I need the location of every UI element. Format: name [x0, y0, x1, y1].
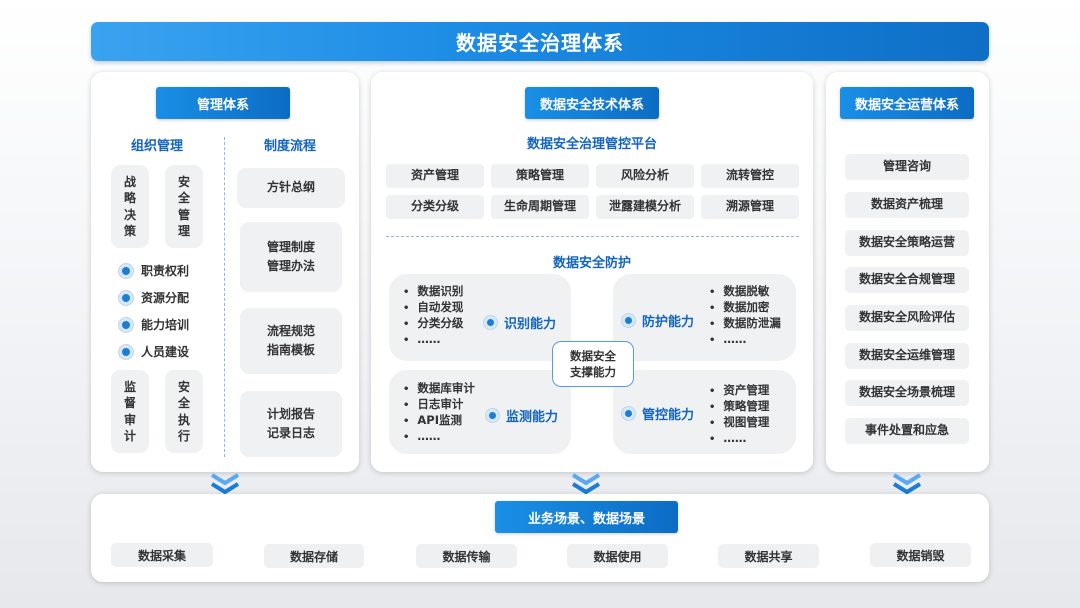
control-list: 资产管理策略管理视图管理……: [709, 383, 769, 447]
bullet-dot-icon: [486, 409, 499, 422]
bullet-dot-icon: [119, 263, 133, 278]
platform-item: 生命周期管理: [491, 195, 589, 219]
bullet-dot-icon: [622, 407, 635, 420]
bullet-dot-icon: [119, 344, 133, 359]
ops-item: 数据资产梳理: [845, 192, 969, 218]
process-title: 制度流程: [263, 139, 316, 154]
org-item: 能力培训: [119, 316, 189, 333]
bullet-dot-icon: [119, 317, 133, 332]
ops-item: 数据安全合规管理: [845, 267, 969, 293]
platform-item: 流转管控: [701, 164, 799, 188]
platform-item: 资产管理: [386, 164, 484, 188]
bullet-dot-icon: [484, 316, 497, 329]
ops-item: 事件处置和应急: [845, 418, 969, 444]
ops-item: 管理咨询: [845, 154, 969, 180]
monitor-list: 数据库审计日志审计API监测……: [403, 381, 475, 445]
org-item: 人员建设: [119, 343, 189, 360]
chevron-down-icon: [571, 473, 601, 495]
process-box: 流程规范指南模板: [240, 308, 342, 374]
monitor-label: 监测能力: [486, 406, 558, 425]
bullet-dot-icon: [119, 290, 133, 305]
tech-header: 数据安全技术体系: [525, 87, 659, 119]
operations-header: 数据安全运营体系: [840, 87, 974, 119]
process-box: 计划报告记录日志: [240, 391, 342, 457]
org-item: 职责权利: [119, 262, 189, 279]
org-box-security-mgmt: 安全管理: [165, 165, 203, 248]
business-item: 数据存储: [264, 544, 364, 568]
column-divider: [224, 137, 225, 457]
process-box: 管理制度管理办法: [240, 222, 342, 292]
business-item: 数据传输: [416, 544, 517, 568]
ops-item: 数据安全风险评估: [845, 305, 969, 331]
platform-title: 数据安全治理管控平台: [526, 137, 657, 152]
platform-item: 风险分析: [596, 164, 694, 188]
org-box-strategy: 战略决策: [111, 165, 149, 248]
business-item: 数据采集: [111, 543, 213, 567]
management-header: 管理体系: [156, 87, 290, 119]
control-label: 管控能力: [622, 404, 694, 423]
platform-item: 泄露建模分析: [596, 195, 694, 219]
page-title: 数据安全治理体系: [91, 22, 989, 61]
business-item: 数据使用: [567, 544, 668, 568]
platform-item: 溯源管理: [701, 195, 799, 219]
identify-label: 识别能力: [484, 313, 556, 332]
chevron-down-icon: [892, 473, 922, 495]
org-box-execution: 安全执行: [165, 370, 203, 453]
platform-item: 策略管理: [491, 164, 589, 188]
protection-title: 数据安全防护: [552, 256, 631, 271]
business-item: 数据共享: [718, 544, 819, 568]
defend-label: 防护能力: [622, 311, 694, 330]
identify-list: 数据识别自动发现分类分级……: [403, 284, 463, 348]
ops-item: 数据安全运维管理: [845, 343, 969, 369]
org-item: 资源分配: [119, 289, 189, 306]
section-divider: [386, 236, 799, 237]
platform-item: 分类分级: [386, 195, 484, 219]
business-item: 数据销毁: [870, 543, 971, 567]
support-capability-center: 数据安全支撑能力: [552, 341, 634, 387]
process-box: 方针总纲: [237, 168, 345, 208]
defend-list: 数据脱敏数据加密数据防泄漏……: [709, 284, 781, 348]
ops-item: 数据安全策略运营: [845, 230, 969, 256]
bullet-dot-icon: [622, 314, 635, 327]
ops-item: 数据安全场景梳理: [845, 380, 969, 406]
business-header: 业务场景、数据场景: [495, 501, 678, 533]
chevron-down-icon: [210, 473, 240, 495]
org-box-audit: 监督审计: [111, 370, 149, 453]
org-title: 组织管理: [130, 139, 183, 154]
